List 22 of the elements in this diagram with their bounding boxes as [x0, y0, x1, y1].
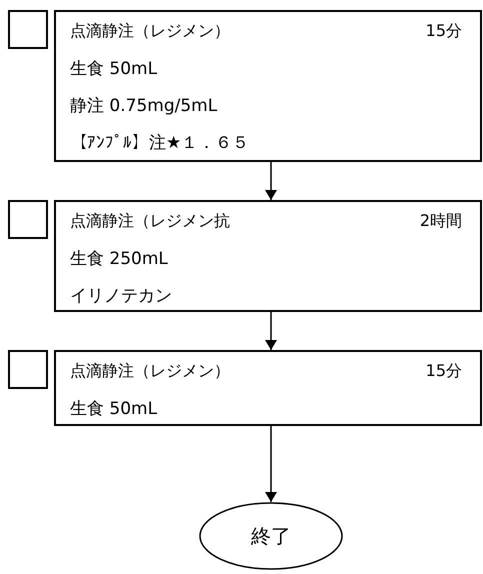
checkbox: [8, 350, 48, 389]
checkbox: [8, 200, 48, 239]
drug-line: 【ｱﾝﾌﾟﾙ】注★１．６５: [70, 133, 250, 153]
arrow: [265, 426, 277, 502]
checkbox: [8, 10, 48, 49]
duration: 2時間: [420, 210, 462, 232]
arrow: [265, 162, 277, 200]
step-heading: 点滴静注（レジメン）: [70, 20, 230, 42]
drug-line: 生食 50mL: [70, 59, 158, 79]
node-text: 終了: [251, 523, 291, 550]
drug-line: イリノテカン: [70, 286, 172, 306]
step-heading: 点滴静注（レジメン抗: [70, 210, 230, 232]
arrow: [265, 312, 277, 350]
drug-line: 生食 50mL: [70, 399, 158, 419]
drug-line: 生食 250mL: [70, 249, 168, 269]
process-box: [54, 200, 482, 312]
step-heading: 点滴静注（レジメン）: [70, 360, 230, 382]
process-box: [54, 350, 482, 426]
process-box: [54, 10, 482, 162]
duration: 15分: [426, 360, 462, 382]
drug-line: 静注 0.75mg/5mL: [70, 96, 218, 116]
duration: 15分: [426, 20, 462, 42]
